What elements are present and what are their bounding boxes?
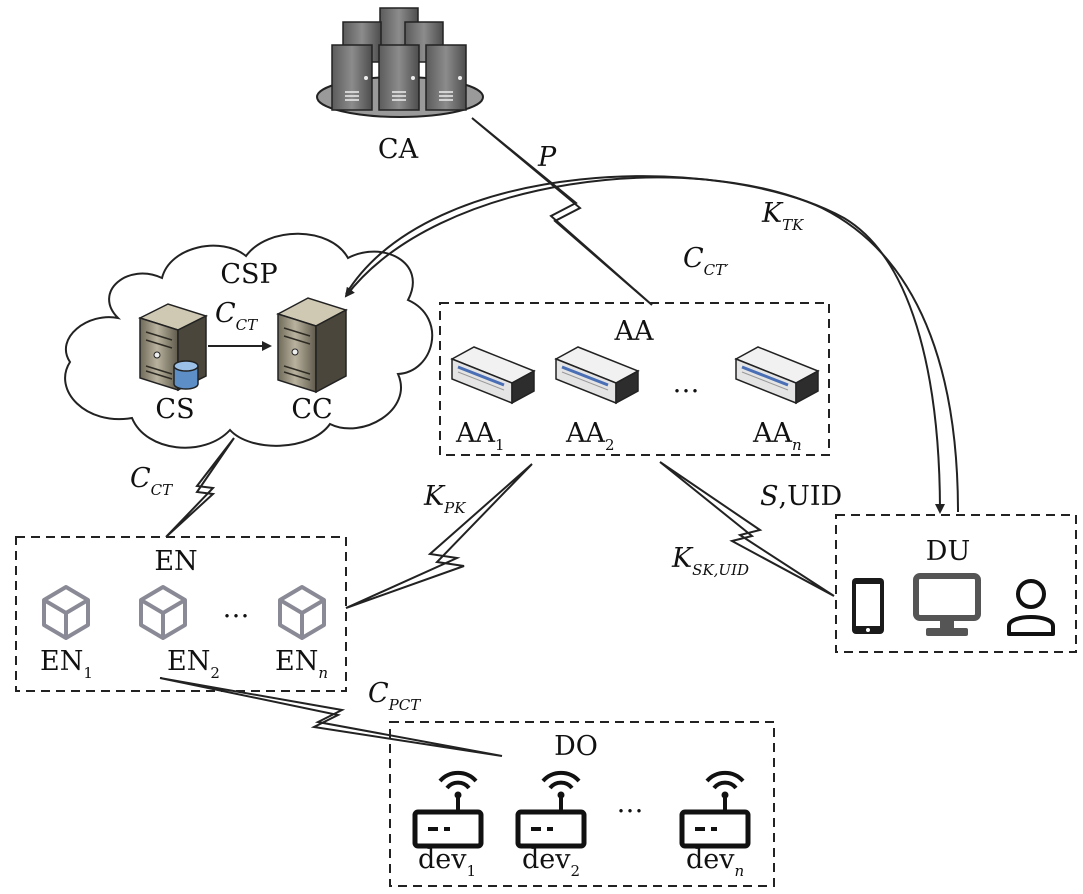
en-label: EN (154, 546, 197, 577)
cube-icon (139, 585, 187, 640)
aa-item-1-label: AA1 (455, 418, 505, 454)
ca-label: CA (378, 134, 419, 165)
cct-en-label: CCT (130, 463, 173, 499)
database-server-icon (138, 303, 208, 392)
p-label: P (537, 142, 557, 173)
en-item-2-label: EN2 (167, 646, 220, 682)
do-label: DO (554, 731, 598, 762)
do-box (389, 721, 775, 887)
aa-item-n-label: AAn (752, 418, 802, 454)
dev-item-2-label: dev2 (522, 844, 580, 880)
en-group: EN … EN1 EN2 ENn (15, 536, 347, 692)
en-ellipsis: … (223, 593, 250, 624)
cpct-label: CPCT (368, 678, 421, 714)
do-ellipsis: … (617, 788, 644, 819)
du-group: DU (835, 514, 1077, 653)
cc-label: CC (291, 394, 332, 425)
cube-icon (42, 585, 90, 640)
server-cluster-icon (316, 7, 484, 118)
router-icon (515, 770, 587, 849)
monitor-icon (913, 573, 981, 636)
du-box (835, 514, 1077, 653)
en-item-1-label: EN1 (40, 646, 93, 682)
aa-item-2-label: AA2 (565, 418, 615, 454)
cct-prime-label: CCT′ (683, 243, 729, 279)
aa-to-en-link (345, 463, 533, 609)
aa-label: AA (614, 316, 654, 347)
csp-to-en-link (165, 437, 235, 538)
aa-group: AA … AA1 AA2 AAn (439, 302, 830, 456)
aa-ellipsis: … (673, 368, 700, 399)
cloud-shape (64, 232, 434, 449)
en-box (15, 536, 347, 692)
network-switch-icon (734, 346, 820, 405)
smartphone-icon (852, 578, 884, 634)
dev-item-n-label: devn (686, 844, 744, 880)
cct-inner-label: CCT (215, 298, 258, 334)
en-to-do-link (159, 677, 503, 757)
network-switch-icon (554, 346, 640, 405)
aa-to-du-link (659, 461, 835, 597)
network-switch-icon (450, 346, 536, 405)
ksk-label: KSK,UID (671, 543, 749, 579)
router-icon (679, 770, 751, 849)
dev-item-1-label: dev1 (418, 844, 476, 880)
kpk-label: KPK (423, 481, 466, 517)
aa-box (439, 302, 830, 456)
cc-to-du-arc (345, 175, 945, 514)
ca-to-aa-link (471, 117, 653, 306)
du-label: DU (926, 536, 970, 567)
user-icon (1007, 579, 1055, 636)
router-icon (412, 770, 484, 849)
csp-label: CSP (220, 259, 277, 290)
en-item-n-label: ENn (275, 646, 328, 682)
do-group: DO … dev1 (389, 721, 775, 887)
ktk-label: KTK (761, 198, 804, 234)
csp-cloud: CSP CS CCT (64, 232, 434, 449)
s-uid-label: S,UID (760, 481, 842, 512)
ca-node: CA (316, 7, 484, 165)
cube-icon (278, 585, 326, 640)
server-tower-icon (276, 297, 348, 394)
cs-label: CS (155, 394, 194, 425)
